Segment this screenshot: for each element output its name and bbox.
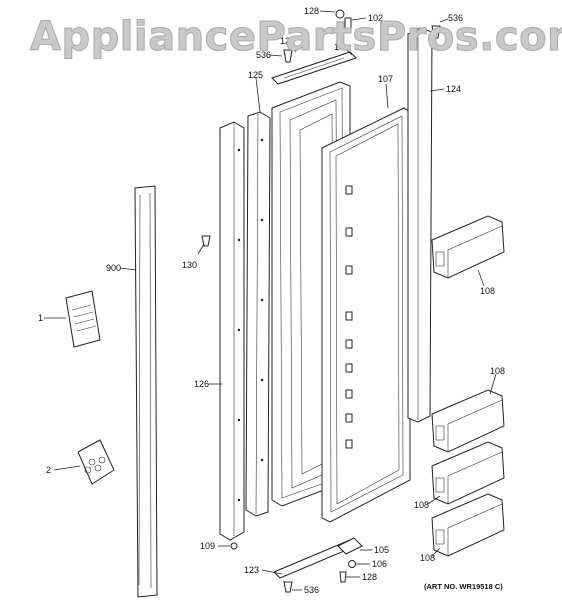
callout-108-a: 108	[480, 286, 495, 296]
callout-130: 130	[182, 260, 197, 270]
callout-108-d: 108	[420, 553, 435, 563]
callout-536-top-right: 536	[448, 13, 463, 23]
callout-125: 125	[248, 70, 263, 80]
callout-128-bottom: 128	[362, 572, 377, 582]
callout-105: 105	[374, 545, 389, 555]
callout-106: 106	[372, 559, 387, 569]
callout-126: 126	[194, 379, 209, 389]
part-128-screw-bottom[interactable]	[339, 571, 347, 583]
callout-124: 124	[446, 84, 461, 94]
callout-108-c: 108	[414, 500, 429, 510]
art-number: (ART NO. WR19518 C)	[424, 582, 503, 591]
callout-12: 12	[280, 36, 290, 46]
part-126-door-channel[interactable]	[219, 121, 245, 541]
callout-900: 900	[106, 263, 121, 273]
part-536-screw-bottom[interactable]	[283, 581, 293, 593]
part-108-door-bin-top[interactable]	[431, 215, 505, 279]
part-1-booklet[interactable]	[65, 290, 101, 348]
callout-536-bottom: 536	[304, 585, 319, 595]
callout-2: 2	[46, 465, 51, 475]
part-2-hardware-bag[interactable]	[77, 439, 115, 485]
part-106-nut[interactable]	[348, 560, 356, 568]
leader-lines	[44, 10, 497, 591]
callout-123: 123	[244, 565, 259, 575]
part-108-door-bin-3[interactable]	[431, 441, 505, 505]
part-108-door-bin-4[interactable]	[431, 493, 505, 557]
part-128-screw-top[interactable]	[335, 9, 345, 19]
callout-102: 102	[368, 13, 383, 23]
part-107-door-gasket[interactable]	[321, 107, 411, 523]
callout-108-b: 108	[490, 366, 505, 376]
part-900-gasket-strip[interactable]	[134, 185, 158, 598]
part-536-screw-top-right[interactable]	[431, 25, 441, 39]
callout-536-top-left: 536	[256, 50, 271, 60]
callout-107: 107	[378, 74, 393, 84]
part-125-bracket-strip[interactable]	[245, 111, 271, 517]
callout-1: 1	[38, 313, 43, 323]
callout-128-top: 128	[304, 6, 319, 16]
part-105-hinge-block[interactable]	[337, 537, 363, 555]
callout-109: 109	[200, 541, 215, 551]
part-108-door-bin-2[interactable]	[431, 389, 505, 453]
part-109-screw[interactable]	[230, 542, 238, 550]
part-12-top-cap[interactable]	[271, 51, 357, 85]
shelf-clips	[345, 185, 353, 449]
part-536-screw-top-left[interactable]	[283, 49, 293, 63]
part-124-trim-strip[interactable]	[407, 27, 433, 423]
part-102-hinge-pin[interactable]	[344, 17, 352, 33]
callout-10: 10	[334, 42, 344, 52]
part-130-screw[interactable]	[201, 235, 211, 247]
